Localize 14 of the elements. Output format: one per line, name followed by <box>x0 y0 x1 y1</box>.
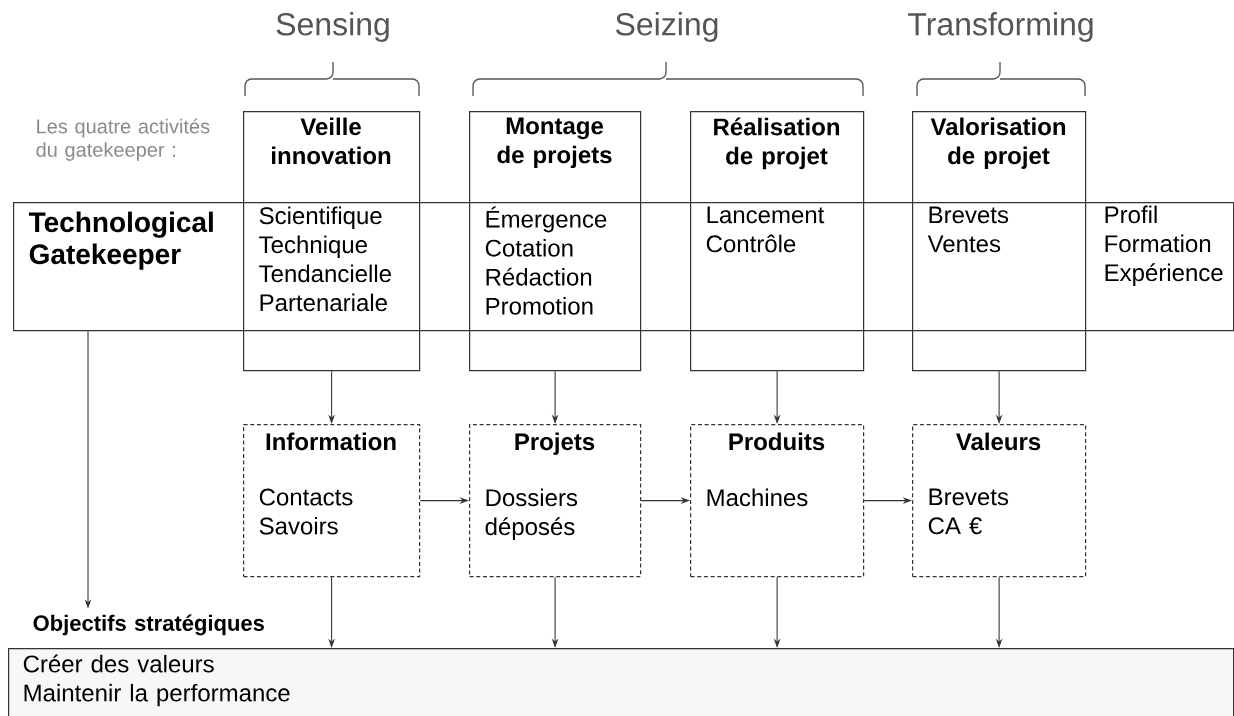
activity-box: Montage de projets Émergence Cotation Rédaction Promotion <box>469 111 642 372</box>
objectives-box: Objectifs stratégiques Créer des valeurs Maintenir la performance <box>8 614 1234 716</box>
phase-heading: Sensing <box>276 12 389 42</box>
activity-box: Valorisation de projet Brevets Ventes <box>912 111 1087 372</box>
activity-box: Veille innovation Scientifique Technique Tendancielle Partenariale <box>243 111 421 372</box>
output-box: Information Contacts Savoirs <box>243 424 421 578</box>
activity-box: Réalisation de projet Lancement Contrôle <box>690 111 865 372</box>
node-label: Objectifs stratégiques <box>33 614 264 636</box>
output-box: Valeurs Brevets CA € <box>912 424 1087 578</box>
phase-heading: Seizing <box>616 12 718 42</box>
output-box: Produits Machines <box>690 424 865 578</box>
output-box: Projets Dossiers déposés <box>469 424 642 578</box>
note-text: Les quatre activités du gatekeeper : <box>36 118 210 161</box>
phase-heading: Transforming <box>908 12 1093 42</box>
